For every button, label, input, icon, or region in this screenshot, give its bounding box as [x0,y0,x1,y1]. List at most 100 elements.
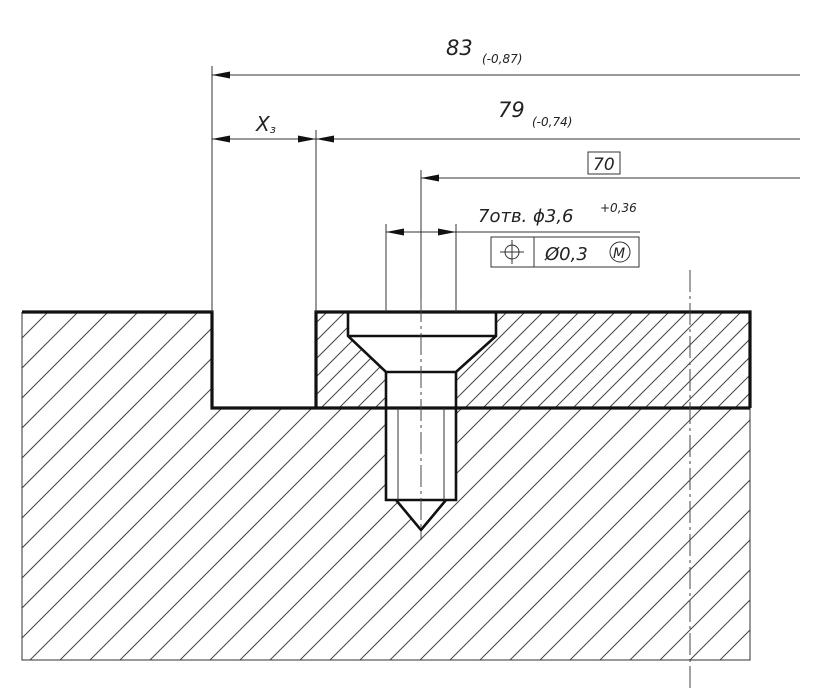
arrow-79 [316,135,334,143]
hatch-line [316,312,750,408]
hatch-line [767,0,838,692]
hatch-line [352,312,750,408]
arrow-x-left [212,135,230,143]
hatch-line [770,0,838,692]
bore [384,372,458,408]
hatch-line [316,312,750,408]
hatch-line [499,312,750,660]
hatch-line [0,0,117,692]
hatch-line [316,312,334,408]
hatch-line [0,0,171,692]
hatch-line [830,0,838,692]
hatch-line [22,312,91,660]
hatch-line [22,312,541,660]
dim-x-subscript: з [270,123,276,136]
hatch-line [709,312,750,660]
hatch-line [22,312,211,660]
hatch-line [379,312,750,660]
dim-83-tolerance: (-0,87) [482,52,522,66]
arrow-hole-right [438,228,456,236]
hatch-line [800,0,838,692]
hatch-line [550,312,750,408]
mmc-modifier-circle [609,241,631,263]
arrow-hole-left [386,228,404,236]
hatch-line [349,312,750,660]
hole-callout-tolerance: +0,36 [600,201,637,215]
tolerance-modifier: M [613,246,625,262]
tolerance-value: Ø0,3 [544,244,588,265]
hatch-line [316,312,750,408]
arrow-83 [212,71,230,79]
hatch-line [739,312,750,660]
hatch-line [0,0,27,692]
hole-callout-text: 7отв. ϕ3,6 [478,206,574,227]
hatch-line [496,312,750,408]
hatch-line [22,312,31,660]
hatch-line [316,312,622,408]
hatch-line [316,312,442,408]
hatch-line [316,312,406,408]
hatch-line [316,312,514,408]
hatch-line [22,312,391,660]
hatch-line [316,312,750,408]
hatch-line [319,312,750,660]
plate-outline [314,310,752,408]
hatch-line [316,312,550,408]
hatch-line [22,312,241,660]
hatch-line [439,312,750,660]
drill-point [395,499,447,533]
hatch-line [316,312,750,408]
hatch-line [22,312,481,660]
hatch-line [0,0,243,692]
hatch-line [316,312,750,408]
hatch-line [370,312,750,408]
thread-lines [397,408,445,500]
hatch-line [649,312,750,660]
hatch-line [529,312,750,660]
hatch-line [730,312,750,408]
hatch-line [316,312,750,408]
hatch-line [622,312,750,408]
hatch-line [619,312,750,660]
hatch-line [409,312,750,660]
hatch-line [0,0,9,692]
hatch-line [0,0,135,692]
hatch-line [316,312,750,408]
hatch-line [49,312,750,660]
hatch-line [22,312,301,660]
hatch-line [821,0,838,692]
hatch-line [469,312,750,660]
hatch-line [139,312,750,660]
hatch-line [316,312,532,408]
dim-79-tolerance: (-0,74) [532,115,572,129]
dim-83-value: 83 [446,36,473,60]
hatch-line [604,312,750,408]
hatch-line [22,312,361,660]
hatch-line [22,312,661,660]
hatch-line [748,312,750,408]
hatch-line [316,312,352,408]
hatch-line [478,312,750,408]
hatch-line [803,0,838,692]
hatch-line [0,0,99,692]
hatch-line [22,312,721,660]
hatch-line [316,312,568,408]
hatch-line [316,312,750,408]
hatch-line [0,0,81,692]
hatch-line [316,312,750,408]
hatch-line [22,312,451,660]
hatch-line [334,312,750,408]
hatch-line [316,312,694,408]
hatch-line [316,312,750,408]
hatch-line [316,312,676,408]
hatch-line [109,312,750,660]
hatch-line [0,0,189,692]
hatch-line [0,0,153,692]
hatch-line [0,0,63,692]
base-top-edge [22,310,316,410]
tolerance-frame [490,236,640,268]
hatch-line [532,312,750,408]
